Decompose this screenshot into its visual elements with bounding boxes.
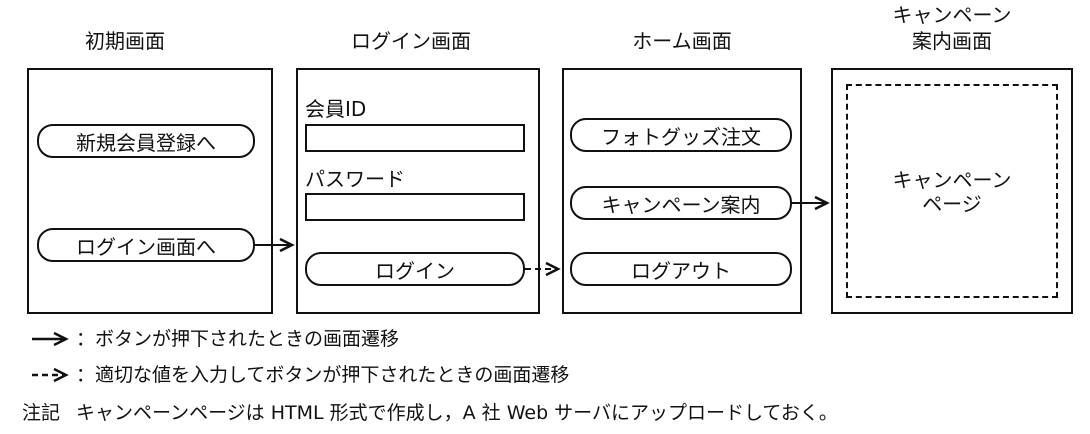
dashed-arrow-icon (32, 367, 69, 383)
legend-dashed-arrow: ：適切な値を入力してボタンが押下されたときの画面遷移 (30, 362, 569, 388)
member-id-label: 会員ID (305, 97, 367, 121)
password-label: パスワード (305, 167, 405, 191)
home-screen-title: ホーム画面 (632, 29, 732, 53)
login-screen-title: ログイン画面 (351, 29, 471, 53)
member-id-input[interactable] (305, 124, 525, 152)
campaign-screen-title-line1: キャンペーン (892, 3, 1012, 27)
note-text: キャンペーンページは HTML 形式で作成し，A 社 Web サーバにアップロー… (76, 402, 838, 424)
solid-arrow-icon (32, 331, 69, 347)
legend-dashed-arrow-text: ：適切な値を入力してボタンが押下されたときの画面遷移 (76, 364, 570, 386)
logout-button[interactable]: ログアウト (570, 252, 792, 286)
note-label: 注記 (22, 402, 61, 424)
campaign-page-label-line2: ページ (922, 192, 982, 216)
campaign-screen-title-line2: 案内画面 (912, 29, 992, 53)
note: 注記 キャンペーンページは HTML 形式で作成し，A 社 Web サーバにアッ… (22, 400, 838, 426)
campaign-screen (831, 68, 1073, 314)
legend-solid-arrow-text: ：ボタンが押下されたときの画面遷移 (76, 328, 400, 350)
campaign-page-frame (846, 84, 1058, 298)
initial-screen (27, 68, 273, 314)
new-member-registration-button[interactable]: 新規会員登録へ (37, 124, 255, 158)
password-input[interactable] (305, 193, 525, 221)
initial-screen-title: 初期画面 (85, 29, 165, 53)
to-login-screen-button[interactable]: ログイン画面へ (37, 228, 255, 262)
photo-goods-order-button[interactable]: フォトグッズ注文 (570, 118, 792, 152)
campaign-page-label-line1: キャンペーン (892, 168, 1012, 192)
campaign-info-button[interactable]: キャンペーン案内 (570, 186, 792, 220)
legend-solid-arrow: ：ボタンが押下されたときの画面遷移 (30, 326, 399, 352)
login-button[interactable]: ログイン (305, 252, 525, 286)
